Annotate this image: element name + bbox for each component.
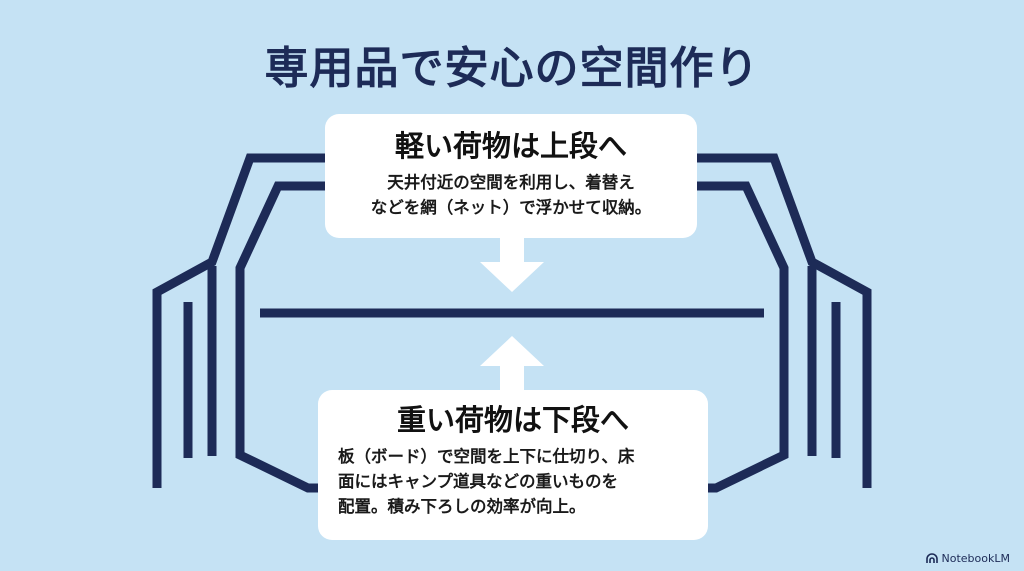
lower-card-body: 板（ボード）で空間を上下に仕切り、床 面にはキャンプ道具などの重いものを 配置。…: [338, 444, 688, 519]
upper-card-line: などを網（ネット）で浮かせて収納。: [370, 198, 652, 217]
left-inner-wall: [235, 181, 336, 493]
lower-card-heading: 重い荷物は下段へ: [396, 403, 629, 437]
upper-storage-card: 軽い荷物は上段へ 天井付近の空間を利用し、着替え などを網（ネット）で浮かせて収…: [325, 114, 697, 238]
lower-card-line: 配置。積み下ろしの効率が向上。: [338, 497, 586, 516]
lower-card-line: 板（ボード）で空間を上下に仕切り、床: [338, 447, 635, 466]
left-outer-wall: [152, 153, 340, 488]
right-inner-wall: [688, 181, 789, 493]
watermark-label: NotebookLM: [941, 552, 1010, 565]
lower-card-line: 面にはキャンプ道具などの重いものを: [338, 472, 619, 491]
upper-card-line: 天井付近の空間を利用し、着替え: [387, 173, 635, 192]
right-outer-wall: [684, 153, 872, 488]
upper-card-heading: 軽い荷物は上段へ: [394, 129, 627, 163]
page-title: 専用品で安心の空間作り: [264, 43, 760, 94]
notebooklm-logo-icon: [925, 552, 938, 563]
lower-storage-card: 重い荷物は下段へ 板（ボード）で空間を上下に仕切り、床 面にはキャンプ道具などの…: [318, 390, 708, 540]
notebooklm-watermark: NotebookLM: [925, 552, 1010, 565]
arrow-down-icon: [480, 238, 544, 292]
arrow-up-icon: [480, 336, 544, 392]
upper-card-body: 天井付近の空間を利用し、着替え などを網（ネット）で浮かせて収納。: [343, 170, 679, 220]
